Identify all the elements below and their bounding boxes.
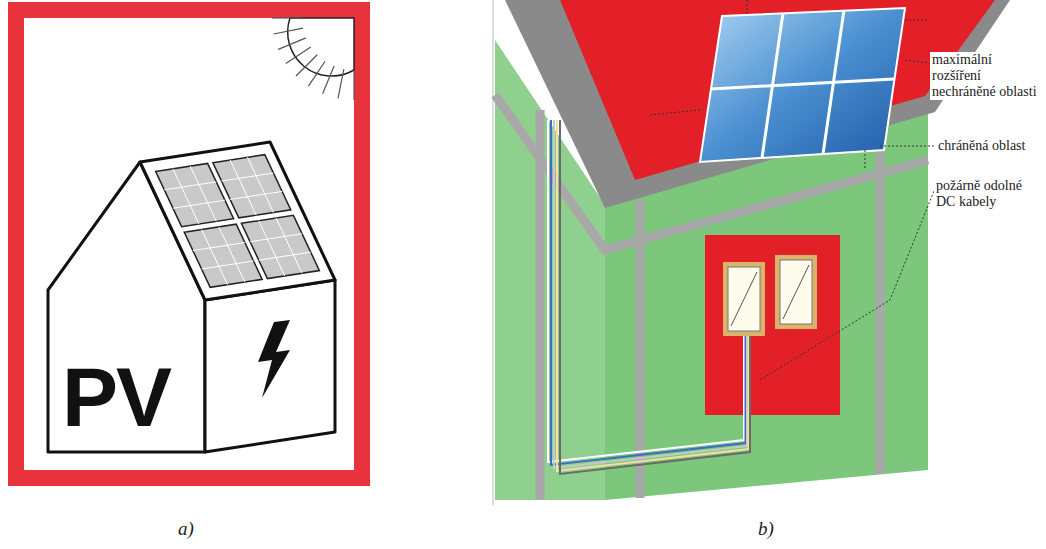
panel-caption: a)	[178, 518, 194, 540]
cable-label: požárně odolné DC kabely	[934, 178, 1042, 210]
pv-warning-sign	[8, 2, 370, 486]
zone-label: maximální rozšíření nechráněné oblasti	[930, 52, 1042, 100]
panel-caption: b)	[758, 518, 774, 540]
inverter-symbol	[723, 255, 817, 336]
pv-sign-text: PV	[62, 355, 170, 439]
zone-label: chráněná oblast	[936, 138, 1042, 154]
